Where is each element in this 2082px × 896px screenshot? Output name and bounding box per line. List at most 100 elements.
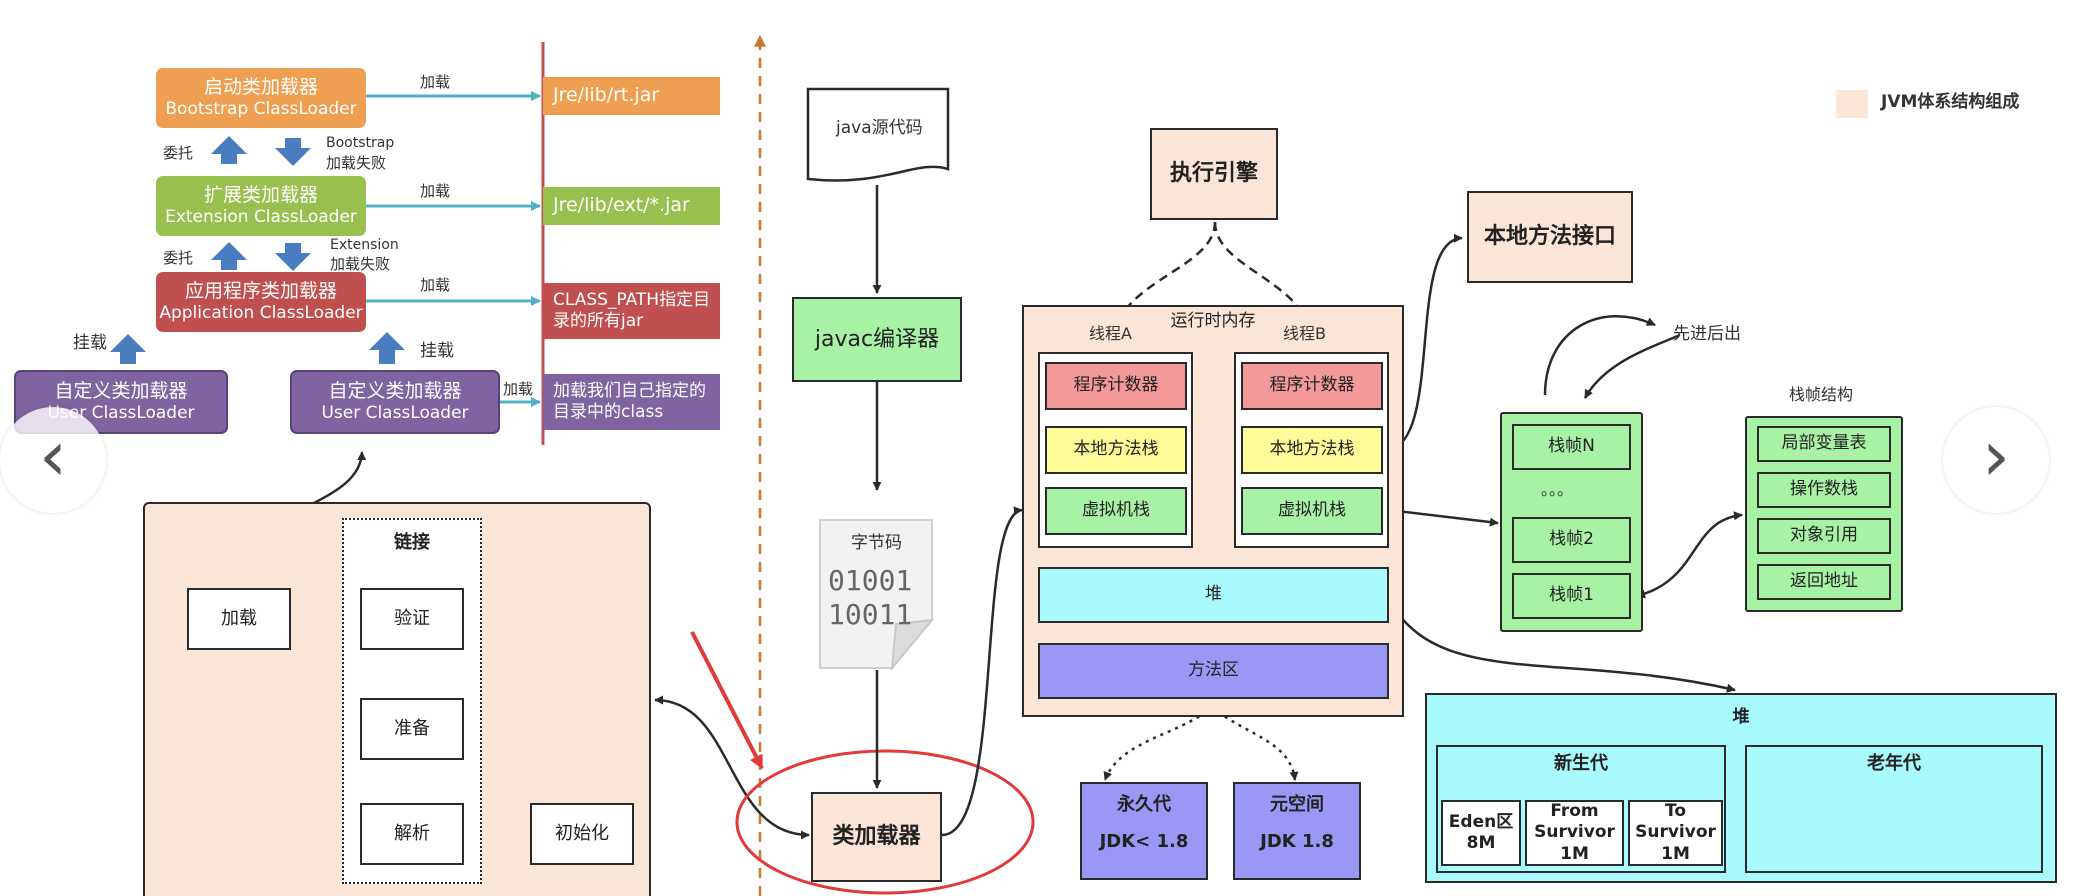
thread-b-label: 线程B: [1283, 324, 1326, 343]
local-var-table-label: 局部变量表: [1781, 433, 1867, 454]
old-gen-box: 老年代: [1745, 745, 2043, 873]
frame-dots: 。。。: [1541, 480, 1574, 499]
path-rt-jar: Jre/lib/rt.jar: [543, 77, 720, 115]
stage-init-box: 初始化: [530, 803, 634, 865]
frame-1-label: 栈帧1: [1549, 585, 1594, 606]
custom-classloader-box-2: 自定义类加载器 User ClassLoader: [290, 370, 500, 434]
mount-up-arrow-2: [369, 332, 405, 364]
method-area-label: 方法区: [1188, 660, 1239, 681]
classloader-box: 类加载器: [811, 792, 942, 882]
frames-to-structure-arrow: [1636, 511, 1743, 599]
engine-to-thread-a-arrow: [1107, 221, 1217, 346]
mount-up-arrow-1: [110, 334, 146, 364]
path-ext-jar: Jre/lib/ext/*.jar: [543, 187, 720, 225]
classloader-to-runtime-arrow: [941, 506, 1023, 837]
bootstrap-en-label: Bootstrap ClassLoader: [165, 99, 357, 120]
return-addr-box: 返回地址: [1757, 564, 1891, 600]
path-custom-text: 加载我们自己指定的目录中的class: [553, 380, 706, 422]
stage-resolve-box: 解析: [360, 803, 464, 865]
heap-to-heap-detail-arrow: [1387, 599, 1736, 693]
young-gen-label: 新生代: [1554, 753, 1608, 774]
object-ref-box: 对象引用: [1757, 518, 1891, 554]
operand-stack-label: 操作数栈: [1790, 479, 1858, 500]
frame-structure-title: 栈帧结构: [1789, 385, 1854, 404]
thread-a-label: 线程A: [1089, 324, 1132, 343]
local-var-table-box: 局部变量表: [1757, 426, 1891, 462]
metaspace-version: JDK 1.8: [1260, 830, 1334, 852]
extension-en-label: Extension ClassLoader: [165, 207, 357, 228]
thread-b-pc-box: 程序计数器: [1241, 362, 1383, 410]
custom2-cn-label: 自定义类加载器: [328, 379, 462, 402]
execution-engine-label: 执行引擎: [1169, 161, 1258, 187]
path-ext-jar-text: Jre/lib/ext/*.jar: [553, 194, 690, 217]
heap-detail-title: 堆: [1732, 707, 1750, 727]
bytecode-title: 字节码: [851, 533, 902, 553]
load-label-custom: 加载: [503, 380, 534, 398]
bytecode-bits-2: 10011: [828, 598, 913, 631]
permgen-box: 永久代 JDK< 1.8: [1080, 782, 1208, 880]
highlight-arrow: [690, 631, 764, 770]
chevron-left-icon: ‹: [39, 415, 67, 497]
stage-prepare-label: 准备: [394, 717, 430, 739]
fail-label-extension-name: Extension: [330, 237, 399, 253]
frame-2-label: 栈帧2: [1549, 529, 1594, 550]
thread-b-vm-stack-box: 虚拟机栈: [1241, 487, 1383, 535]
next-slide-button[interactable]: ›: [1943, 407, 2049, 513]
metaspace-box: 元空间 JDK 1.8: [1233, 782, 1361, 880]
thread-a-vm-stack-label: 虚拟机栈: [1082, 500, 1150, 521]
bytecode-file-icon: [819, 519, 935, 672]
thread-a-native-stack-label: 本地方法栈: [1073, 439, 1159, 460]
classloader-highlight-ellipse: [735, 749, 1035, 895]
stage-init-label: 初始化: [555, 822, 609, 844]
javac-compiler-label: javac编译器: [814, 326, 940, 352]
path-custom: 加载我们自己指定的目录中的class: [543, 374, 720, 430]
to-survivor-box: To Survivor 1M: [1628, 800, 1723, 866]
path-classpath: CLASS_PATH指定目录的所有jar: [543, 283, 720, 339]
delegate-up-arrow-2: [211, 242, 247, 270]
stage-verify-box: 验证: [360, 588, 464, 650]
fail-label-bootstrap-name: Bootstrap: [326, 135, 395, 151]
runtime-heap-box: 堆: [1038, 567, 1389, 623]
path-classpath-text: CLASS_PATH指定目录的所有jar: [553, 289, 711, 331]
permgen-name: 永久代: [1117, 794, 1171, 815]
operand-stack-box: 操作数栈: [1757, 472, 1891, 508]
frame-n-label: 栈帧N: [1548, 436, 1595, 457]
object-ref-label: 对象引用: [1790, 525, 1858, 546]
return-addr-label: 返回地址: [1790, 571, 1858, 592]
eden-box: Eden区 8M: [1441, 800, 1521, 866]
bootstrap-classloader-box: 启动类加载器 Bootstrap ClassLoader: [156, 68, 366, 128]
thread-b-vm-stack-label: 虚拟机栈: [1278, 500, 1346, 521]
lifo-label: 先进后出: [1673, 324, 1741, 344]
path-rt-jar-text: Jre/lib/rt.jar: [553, 84, 660, 107]
application-cn-label: 应用程序类加载器: [184, 279, 337, 302]
fail-label-extension-text: 加载失败: [330, 255, 391, 273]
permgen-version: JDK< 1.8: [1099, 830, 1189, 852]
frame-n-box: 栈帧N: [1512, 424, 1631, 470]
fail-label-bootstrap-text: 加载失败: [326, 154, 387, 172]
prev-slide-button[interactable]: ‹: [0, 407, 106, 513]
stage-prepare-box: 准备: [360, 698, 464, 760]
chevron-right-icon: ›: [1982, 415, 2010, 497]
frame-1-box: 栈帧1: [1512, 573, 1631, 619]
method-area-to-permgen-arrow: [1103, 706, 1213, 781]
from-survivor-box: From Survivor 1M: [1525, 800, 1624, 866]
thread-a-pc-label: 程序计数器: [1073, 375, 1159, 396]
application-classloader-box: 应用程序类加载器 Application ClassLoader: [156, 272, 366, 332]
delegate-label-2: 委托: [163, 249, 194, 267]
frame-2-box: 栈帧2: [1512, 517, 1631, 563]
thread-a-native-stack-box: 本地方法栈: [1045, 426, 1187, 474]
mount-label-2: 挂载: [420, 341, 454, 361]
method-area-to-metaspace-arrow: [1211, 706, 1299, 781]
mount-label-1: 挂载: [73, 333, 107, 353]
from-survivor-label: From Survivor 1M: [1534, 801, 1615, 864]
native-interface-label: 本地方法接口: [1483, 224, 1616, 250]
lifecycle-to-classloader-arrow: [654, 695, 810, 840]
fail-down-arrow-2: [275, 243, 311, 271]
stage-verify-label: 验证: [394, 607, 430, 629]
eden-label: Eden区 8M: [1448, 811, 1514, 853]
load-label-application: 加载: [420, 276, 451, 294]
source-code-doc: [806, 87, 950, 182]
load-label-extension: 加载: [420, 182, 451, 200]
bytecode-bits-1: 01001: [828, 564, 913, 597]
